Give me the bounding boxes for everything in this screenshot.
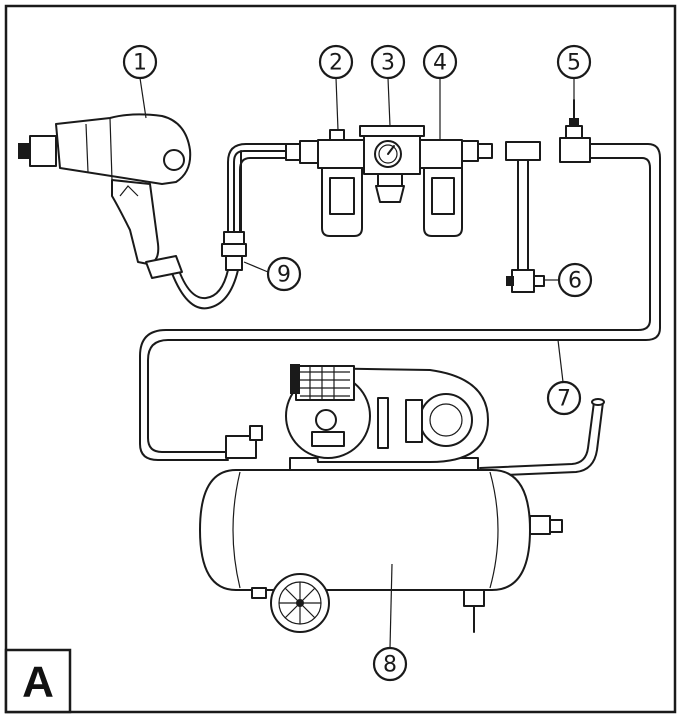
callout-9-label: 9 [277,263,291,288]
callout-1: 1 [122,44,158,80]
callout-3-label: 3 [381,51,395,76]
callout-8: 8 [372,646,408,682]
frl-unit [317,125,463,237]
compressor-unit [199,364,563,633]
callout-7: 7 [546,380,582,416]
air-hose-network [139,143,661,477]
callout-9: 9 [266,256,302,292]
shutoff-valve [565,99,583,139]
callout-3: 3 [370,44,406,80]
callout-2-label: 2 [329,51,343,76]
callout-2: 2 [318,44,354,80]
callout-6: 6 [557,262,593,298]
impact-wrench-tool [18,113,192,279]
callout-8-label: 8 [383,653,397,678]
panel-letter: A [22,658,54,707]
callout-7-label: 7 [557,387,571,412]
callout-6-label: 6 [568,269,582,294]
drain-valve [506,269,545,293]
panel-letter-box: A [4,648,72,714]
callout-1-label: 1 [133,51,147,76]
callout-5: 5 [556,44,592,80]
callout-5-label: 5 [567,51,581,76]
leader-lines [139,77,575,649]
callout-4-label: 4 [433,51,447,76]
callout-4: 4 [422,44,458,80]
